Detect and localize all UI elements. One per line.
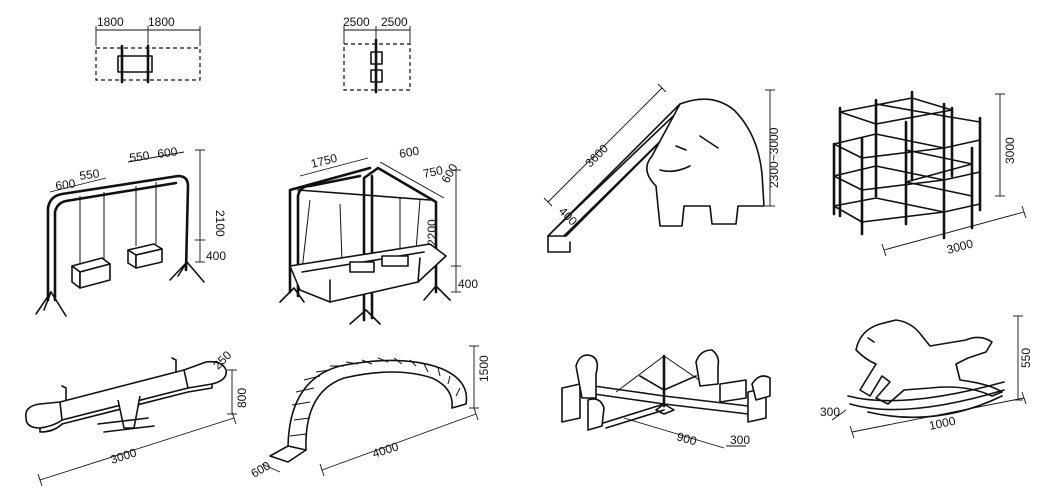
horse-dim-height: 550	[1019, 348, 1033, 368]
swing-dim-600: 600	[54, 176, 76, 193]
swing-dim-height: 2100	[213, 210, 227, 237]
seesaw-dim-length: 3000	[109, 445, 139, 467]
boat-dim-base: 400	[458, 277, 478, 291]
swing-dim-600b: 600	[156, 144, 178, 161]
merry-dim-seat: 300	[730, 433, 750, 447]
seesaw-drawing: 250 800 3000	[24, 348, 249, 487]
arch-dim-height: 1500	[477, 355, 491, 382]
arch-dim-width: 600	[249, 458, 274, 480]
boat-dim-length: 1750	[309, 151, 339, 171]
arch-climber-drawing: 1500 4000 600	[249, 345, 491, 481]
swing-set-drawing: 600 550 550 600 2100 400	[35, 144, 227, 317]
boat-dim-height: 2200	[425, 219, 439, 246]
arch-dim-length: 4000	[371, 439, 401, 461]
seesaw-dim-height: 800	[235, 388, 249, 408]
climber-dim-height: 3000	[1003, 137, 1017, 164]
boat-dim-600b: 600	[438, 161, 460, 186]
merry-dim-arm: 900	[675, 429, 698, 448]
swing-plan-left-dim: 1800	[97, 15, 124, 29]
slide-dim-height: 2300~3000	[767, 127, 781, 188]
boat-dim-750: 750	[422, 163, 445, 181]
climbing-frame-drawing: 3000 3000	[832, 90, 1027, 257]
swing-dim-550b: 550	[128, 148, 150, 165]
boat-plan-left-dim: 2500	[343, 15, 370, 29]
boat-swing-drawing: 1750 600 750 600 2200 400	[279, 144, 478, 325]
swing-plan-right-dim: 1800	[148, 15, 175, 29]
slide-dim-length: 3600	[582, 141, 611, 170]
rocking-horse-drawing: 550 300 1000	[820, 315, 1033, 439]
horse-dim-length: 1000	[928, 414, 957, 433]
merry-go-round-drawing: 900 300	[561, 349, 771, 448]
boat-plan-right-dim: 2500	[381, 15, 408, 29]
swing-dim-550a: 550	[78, 166, 100, 183]
slide-drawing: 3600 2300~3000 400	[543, 83, 781, 253]
boat-dim-600a: 600	[398, 144, 420, 161]
swing-dim-seat: 400	[206, 249, 226, 263]
climber-dim-length: 3000	[945, 236, 975, 257]
horse-dim-width: 300	[820, 405, 840, 419]
boat-swing-plan: 2500 2500	[343, 15, 411, 94]
swing-plan: 1800 1800	[95, 15, 201, 84]
